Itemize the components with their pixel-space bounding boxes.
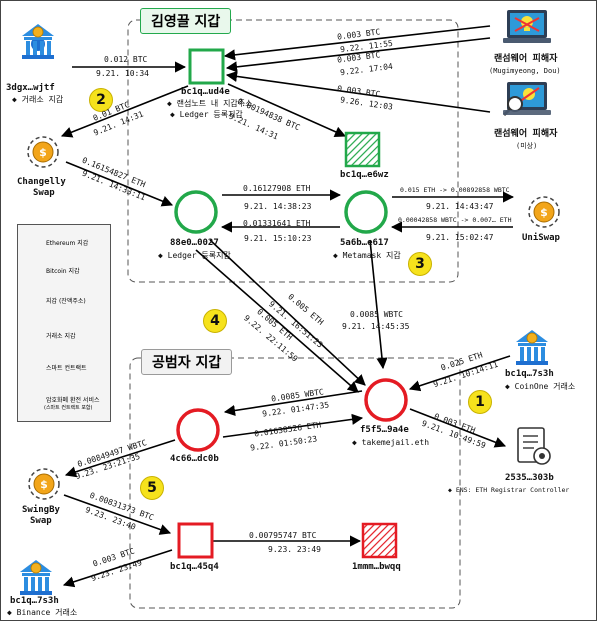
legend-eth: Ethereum 지갑 <box>46 240 89 247</box>
edge-ud4e-to-changelly <box>60 85 189 138</box>
node-victim2-sub: (미상) <box>516 142 538 150</box>
node-uniswap-name: UniSwap <box>522 233 560 243</box>
edge-label-time: 9.21. 14:38:23 <box>244 202 312 211</box>
node-7s3h-bot-name: bc1q…7s3h <box>10 596 59 606</box>
edge-label-time: 9.21. 14:43:47 <box>426 202 494 211</box>
legend-btc: Bitcoin 지갑 <box>46 268 80 275</box>
node-ud4e-sub1: ◆ 랜섬노트 내 지갑주소 <box>167 99 253 108</box>
edge-f5f5-to-4c66 <box>223 390 363 417</box>
criminal-wallet-title: 공범자 지갑 <box>141 349 233 375</box>
edge-label-amount: 0.01331641 ETH <box>243 219 311 228</box>
edge-45q4-to-7s3h <box>62 549 173 588</box>
legend-service-1: 암호화폐 환전 서비스 <box>46 397 100 404</box>
legend-change: 지갑 (잔액주소) <box>46 298 86 305</box>
node-5a6b-sub: ◆ Metamask 지갑 <box>333 251 401 260</box>
node-ud4e-sub2: ◆ Ledger 등록지갑 <box>170 110 243 119</box>
node-88e0-name: 88e0…0027 <box>170 238 219 248</box>
edge-label-amount: 0.00795747 BTC <box>249 531 317 540</box>
step-badge-3: 3 <box>408 252 432 276</box>
edge-88e0-to-f5f5-a <box>209 239 366 386</box>
edge-label-time: 9.21. 14:45:35 <box>342 322 410 331</box>
node-swingby-line1: SwingBy <box>22 505 60 515</box>
step-badge-5: 5 <box>140 476 164 500</box>
edge-victim1-to-ud4e-a <box>223 25 491 61</box>
edge-victim2-to-ud4e <box>225 70 491 113</box>
node-f5f5-name: f5f5…9a4e <box>360 425 409 435</box>
edge-label-amount: 0.0085 WBTC <box>350 310 403 319</box>
edge-label-time: 9.23. 23:49 <box>268 545 321 554</box>
edge-label-amount: 0.16127908 ETH <box>243 184 311 193</box>
node-7s3h-top-name: bc1q…7s3h <box>505 369 554 379</box>
edge-label-amount: 0.015 ETH -> 0.00892858 WBTC <box>400 186 510 194</box>
step-badge-4: 4 <box>203 309 227 333</box>
legend-exchange: 거래소 지갑 <box>46 333 76 340</box>
node-ud4e-name: bc1q…ud4e <box>181 87 230 97</box>
node-45q4-name: bc1q…45q4 <box>170 562 219 572</box>
legend-panel: Ethereum 지갑 Bitcoin 지갑 지갑 (잔액주소) 거래소 지갑 … <box>17 224 111 422</box>
legend-contract: 스마트 컨트랙트 <box>46 365 87 372</box>
node-victim1-sub: (Mugimyeong, Dou) <box>489 67 561 75</box>
node-1mmm-name: 1mmm…bwqq <box>352 562 401 572</box>
node-88e0-sub: ◆ Ledger 등록지갑 <box>158 251 231 260</box>
edge-4c66-to-swingby <box>64 439 176 478</box>
step-badge-2: 2 <box>89 88 113 112</box>
swap-service-icon: $ <box>27 136 59 168</box>
swap-service-icon: $ <box>28 468 60 500</box>
step-badge-1: 1 <box>468 390 492 414</box>
addr-4c66-eth-wallet <box>176 408 220 452</box>
node-ens-sub: ◆ ENS: ETH Registrar Controller <box>448 486 570 494</box>
addr-1mmm-change-wallet <box>361 522 398 559</box>
kim-wallet-group <box>127 19 459 283</box>
svg-text:$: $ <box>40 478 48 491</box>
node-f5f5-sub: ◆ takemejail.eth <box>352 438 430 447</box>
ransomware-laptop-icon <box>503 10 551 43</box>
swap-service-icon: $ <box>528 196 560 228</box>
bank-icon <box>20 560 52 595</box>
node-victim1-title: 랜섬웨어 피해자 <box>494 54 558 64</box>
node-4c66-name: 4c66…dc0b <box>170 454 219 464</box>
bank-icon <box>516 330 548 365</box>
smart-contract-icon <box>517 427 551 465</box>
addr-f5f5-eth-wallet <box>364 378 408 422</box>
edge-88e0-to-f5f5-b <box>195 249 359 393</box>
node-5a6b-name: 5a6b…e617 <box>340 238 389 248</box>
edge-victim1-to-ud4e-b <box>225 37 491 73</box>
edge-label-amount: 0.00042858 WBTC -> 0.007… ETH <box>398 216 512 224</box>
node-3dgx-sub: ◆ 거래소 지갑 <box>12 95 64 104</box>
edge-label-time: 9.21. 10:34 <box>96 69 149 78</box>
addr-88e0-eth-wallet <box>174 190 218 234</box>
edge-label-amount: 0.012 BTC <box>104 55 148 64</box>
bc1q-e6wz-change-wallet <box>344 131 381 168</box>
bc1q-45q4-btc-wallet <box>177 522 214 559</box>
edge-swingby-to-45q4 <box>63 494 172 535</box>
edge-5a6b-to-f5f5 <box>369 239 388 370</box>
node-victim2-title: 랜섬웨어 피해자 <box>494 129 558 139</box>
edge-label-time: 9.21. 15:10:23 <box>244 234 312 243</box>
kim-wallet-title: 김영끌 지갑 <box>140 8 232 34</box>
node-3dgx-name: 3dgx…wjtf <box>6 83 55 93</box>
node-7s3h-top-sub: ◆ CoinOne 거래소 <box>505 382 576 391</box>
bank-icon <box>22 24 54 59</box>
edge-4c66-to-f5f5 <box>222 413 364 438</box>
svg-text:$: $ <box>39 146 47 159</box>
node-changelly-line1: Changelly <box>17 177 66 187</box>
node-e6wz-name: bc1q…e6wz <box>340 170 389 180</box>
edge-f5f5-to-ens <box>409 408 507 448</box>
node-swingby-line2: Swap <box>30 516 52 526</box>
bc1q-ud4e-btc-wallet <box>188 48 225 85</box>
node-ens-name: 2535…303b <box>505 473 554 483</box>
ransomware-search-icon <box>502 82 551 117</box>
svg-text:$: $ <box>540 206 548 219</box>
node-changelly-line2: Swap <box>33 188 55 198</box>
legend-service-2: (스마트 컨트랙트 포함) <box>44 405 93 411</box>
edge-label-time: 9.21. 15:02:47 <box>426 233 494 242</box>
node-7s3h-bot-sub: ◆ Binance 거래소 <box>7 608 78 617</box>
edge-changelly-to-88e0 <box>65 161 174 207</box>
edge-ud4e-to-e6wz <box>227 83 347 138</box>
addr-5a6b-eth-wallet <box>344 190 388 234</box>
criminal-wallet-group <box>129 357 461 609</box>
edge-7s3h-to-f5f5 <box>408 355 511 392</box>
